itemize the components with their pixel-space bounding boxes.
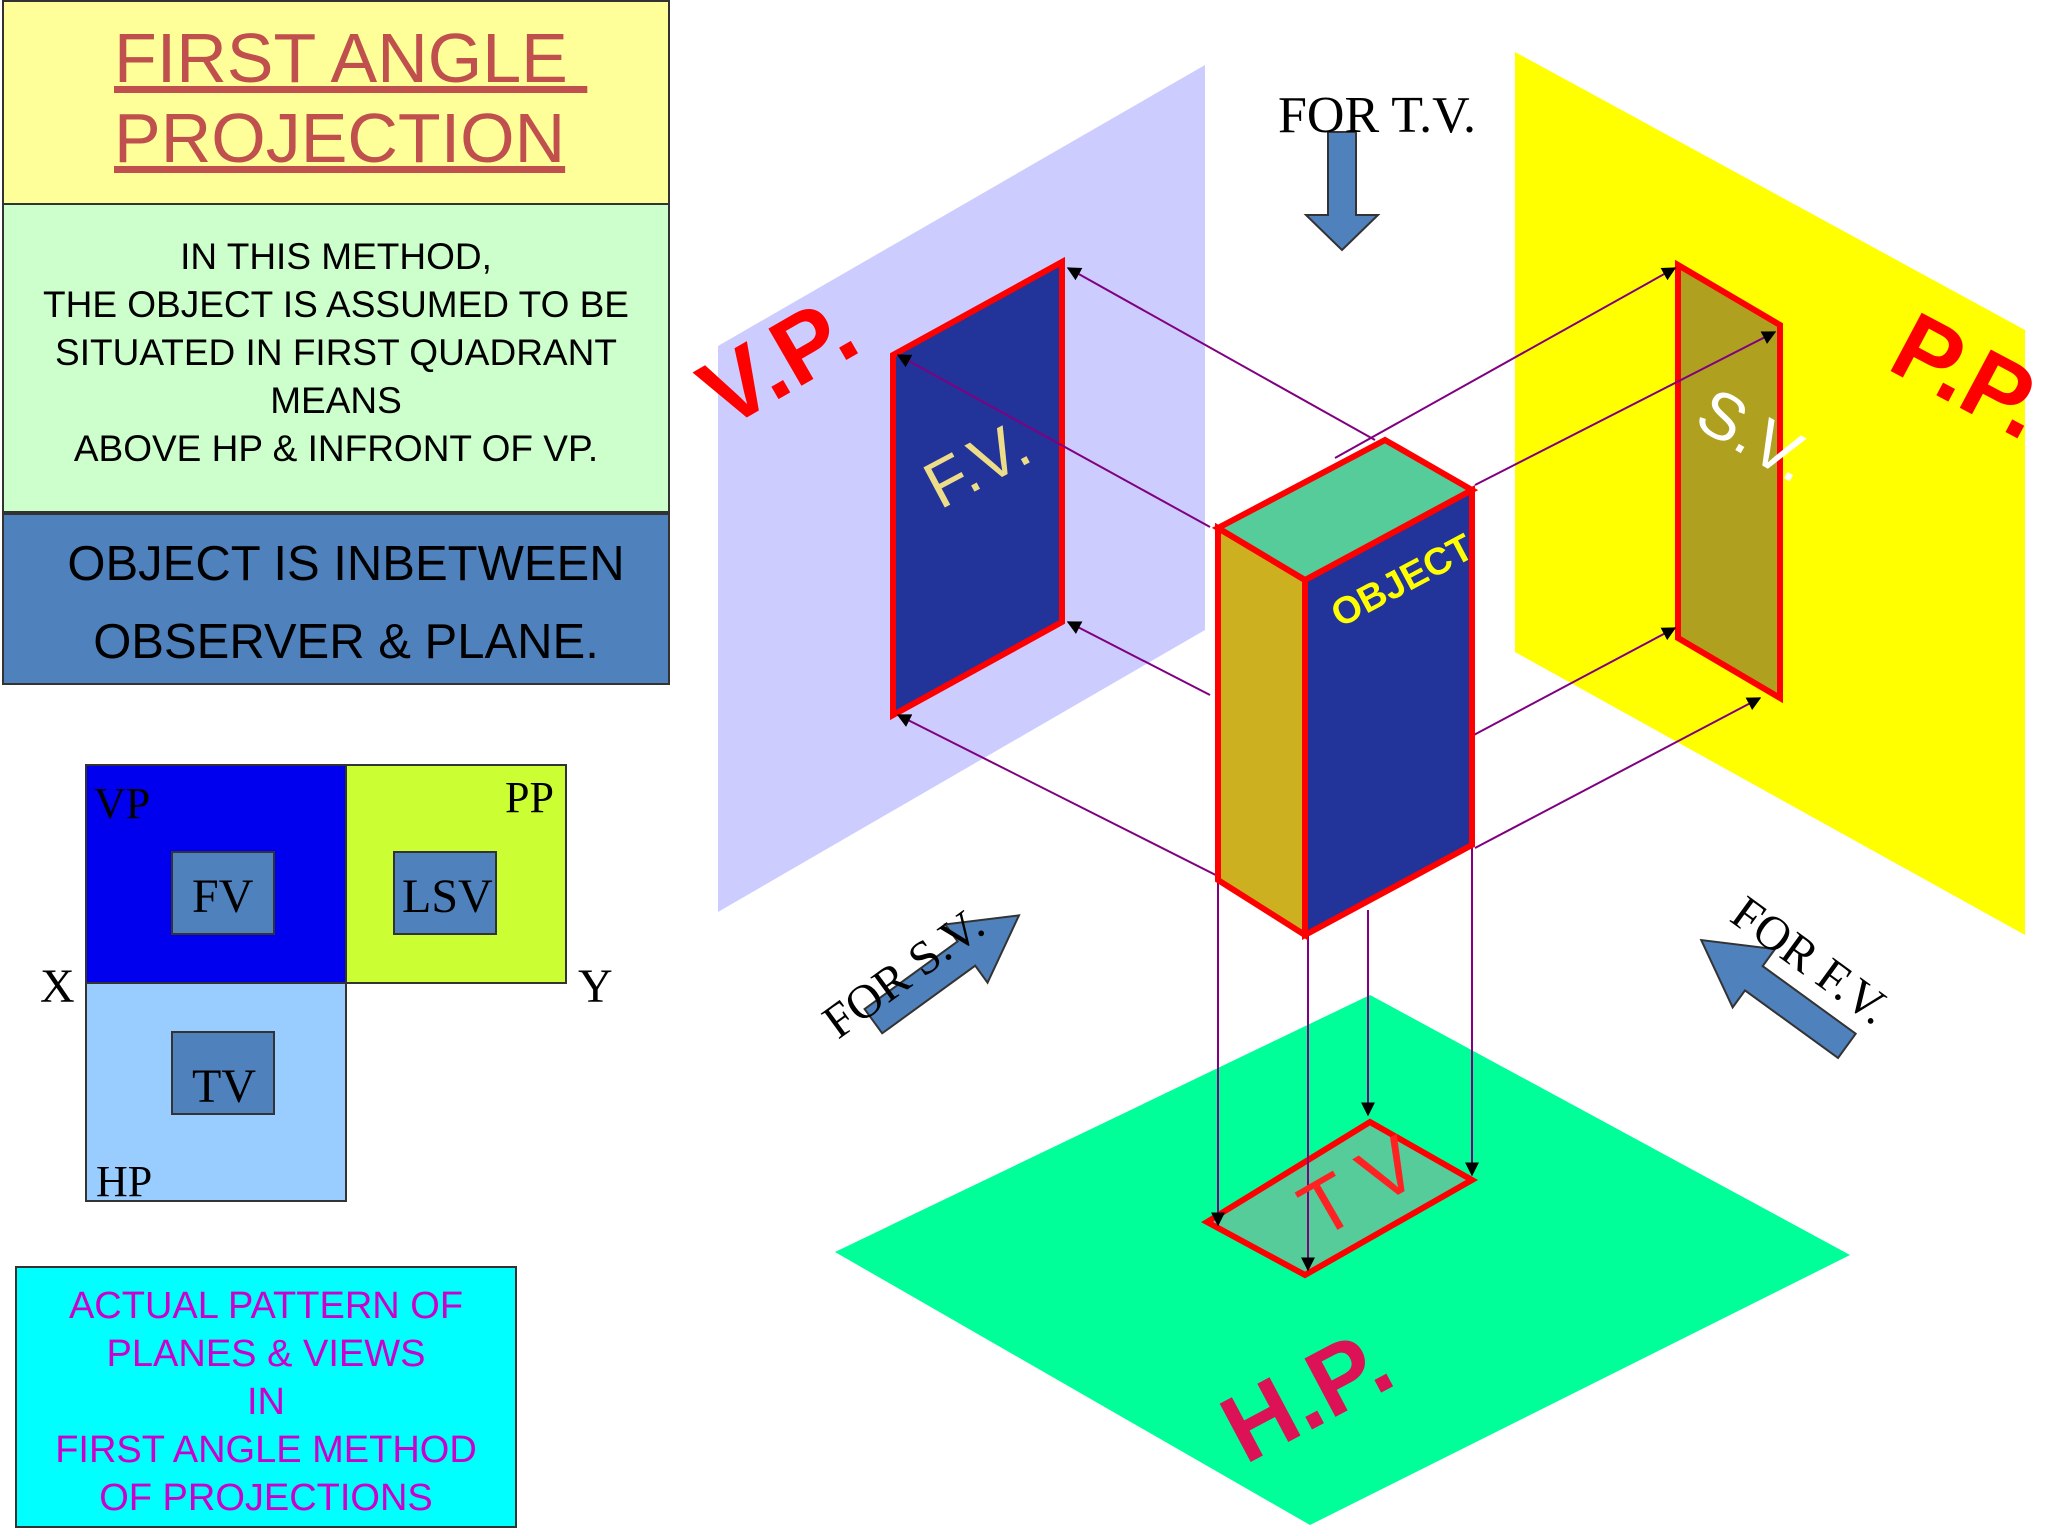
fv-box — [171, 851, 275, 935]
tv-label: TV — [192, 1060, 256, 1113]
object-note-line-2: OBSERVER & PLANE. — [93, 615, 599, 669]
object-block — [1211, 436, 1479, 941]
up-left-arrow-icon — [1699, 938, 1858, 1060]
lsv-label: LSV — [402, 870, 493, 923]
vp-label: VP — [94, 779, 150, 828]
views-layout-diagram: VP PP HP FV LSV TV X Y — [40, 764, 613, 1206]
method-line-1: IN THIS METHOD, — [180, 236, 492, 277]
hp-projectors — [1211, 845, 1479, 1272]
down-arrow-icon — [1303, 131, 1381, 252]
y-label: Y — [578, 960, 613, 1013]
method-description-panel: IN THIS METHOD, THE OBJECT IS ASSUMED TO… — [2, 205, 670, 513]
title-line-2: PROJECTION — [114, 99, 566, 177]
hp-label: HP — [96, 1157, 152, 1206]
pattern-line-5: OF PROJECTIONS — [99, 1477, 433, 1519]
sv-view — [1675, 259, 1783, 704]
fv-label: FV — [192, 870, 254, 923]
tv-view — [1200, 1118, 1479, 1279]
pp-label: PP — [505, 773, 554, 822]
pattern-line-2: PLANES & VIEWS — [106, 1333, 426, 1375]
method-line-4: MEANS — [270, 380, 402, 421]
for-sv-label: FOR S.V. — [813, 898, 993, 1049]
pattern-line-3: IN — [247, 1381, 285, 1423]
hp-plane — [835, 995, 1850, 1525]
for-tv-label: FOR T.V. — [1278, 87, 1476, 144]
pattern-line-1: ACTUAL PATTERN OF — [68, 1285, 464, 1327]
method-line-3: SITUATED IN FIRST QUADRANT — [55, 332, 617, 373]
object-note-line-1: OBJECT IS INBETWEEN — [67, 537, 625, 591]
method-line-2: THE OBJECT IS ASSUMED TO BE — [43, 284, 629, 325]
pattern-line-4: FIRST ANGLE METHOD — [55, 1429, 477, 1471]
tv-box — [171, 1031, 275, 1115]
title-panel: FIRST ANGLE PROJECTION — [2, 0, 670, 205]
pattern-note-panel: ACTUAL PATTERN OF PLANES & VIEWS IN FIRS… — [15, 1266, 517, 1528]
pp-projectors — [1334, 267, 1777, 849]
lsv-box — [393, 851, 497, 935]
object-note-panel: OBJECT IS INBETWEEN OBSERVER & PLANE. — [2, 513, 670, 685]
method-line-5: ABOVE HP & INFRONT OF VP. — [73, 428, 599, 469]
x-label: X — [40, 960, 75, 1013]
title-line-1: FIRST ANGLE — [114, 19, 588, 97]
up-right-arrow-icon — [863, 914, 1021, 1035]
